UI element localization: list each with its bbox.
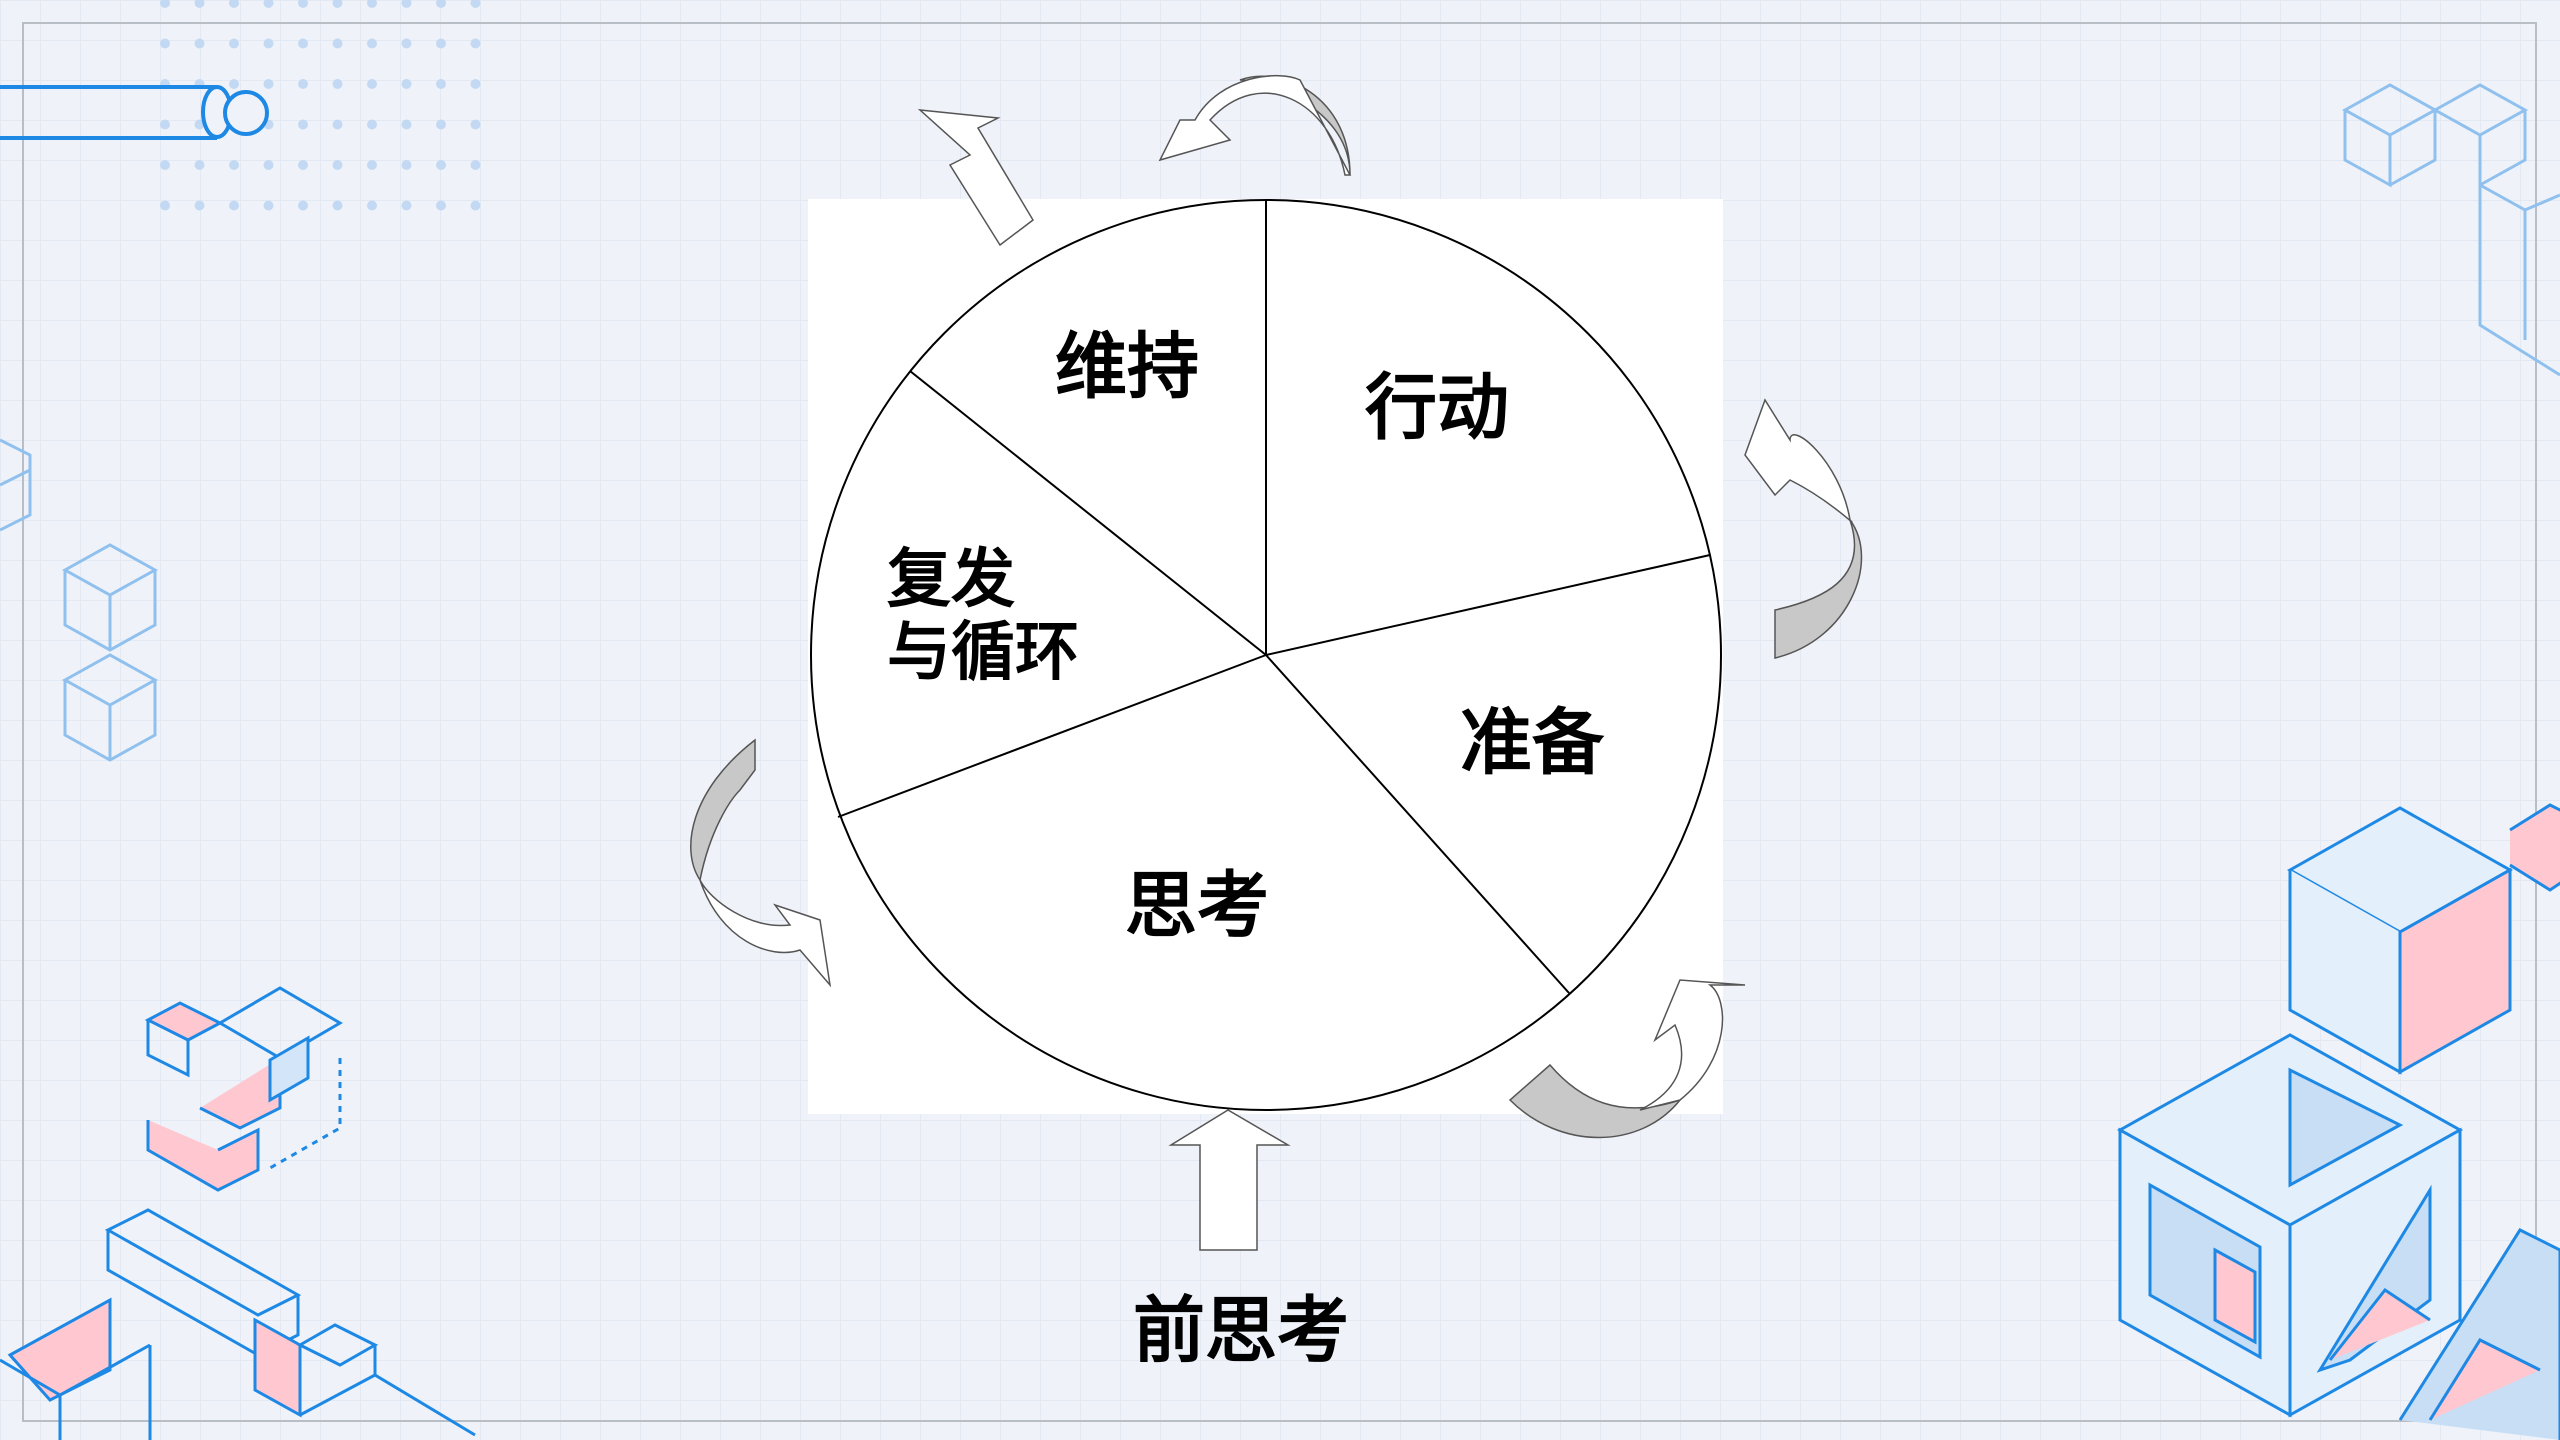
segment-label-contemplation: 思考	[1124, 863, 1270, 948]
decor-dot	[298, 79, 308, 89]
segment-label-preparation: 准备	[1459, 700, 1605, 785]
decor-dot	[367, 160, 377, 170]
segment-dividers	[837, 201, 1711, 994]
decor-dot	[470, 38, 481, 49]
decor-dot	[436, 38, 446, 49]
decor-dot	[263, 200, 274, 211]
decor-dot	[470, 0, 481, 8]
decor-dot	[401, 160, 412, 170]
decor-dot	[263, 79, 274, 89]
segment-label-maintenance: 维持	[1054, 324, 1200, 409]
decor-dot	[229, 0, 239, 8]
decor-dot	[332, 119, 343, 130]
straight-arrow-up-left	[917, 109, 1034, 247]
decor-dot	[194, 0, 205, 8]
decor-dot	[194, 200, 205, 211]
decor-dot	[332, 160, 343, 170]
cube-icon-top-right	[2341, 83, 2560, 377]
decor-dot	[160, 119, 170, 130]
decor-dot	[263, 0, 274, 8]
decor-dot	[194, 38, 205, 49]
segment-label-recycle: 与循环	[887, 615, 1079, 690]
decor-dot	[367, 38, 377, 49]
decor-dot	[298, 38, 308, 49]
decor-dot	[263, 160, 274, 170]
decor-dot	[298, 160, 308, 170]
cube-icon-bottom-right	[2116, 803, 2560, 1440]
decor-dot	[436, 160, 446, 170]
pipe-icon	[0, 85, 269, 140]
decor-dot	[332, 200, 343, 211]
decor-dot	[229, 160, 239, 170]
decor-dot	[194, 160, 205, 170]
decor-dot	[298, 200, 308, 211]
decor-dot	[332, 38, 343, 49]
decor-dot	[401, 38, 412, 49]
decor-dot	[194, 119, 205, 130]
decor-dot	[367, 200, 377, 211]
entry-label-precontemplation: 前思考	[1132, 1288, 1350, 1373]
decor-dot	[263, 38, 274, 49]
decor-dot	[436, 79, 446, 89]
decor-dot	[332, 0, 343, 8]
decor-dot	[436, 200, 446, 211]
entry-arrow-up	[1168, 1109, 1291, 1251]
decor-dot	[229, 200, 239, 211]
decor-dot	[470, 119, 481, 130]
curved-arrow-right	[1774, 519, 1863, 659]
decor-dot	[229, 79, 239, 89]
decor-dot	[367, 119, 377, 130]
decor-dot	[298, 119, 308, 130]
decor-dot	[160, 200, 170, 211]
decor-dot	[332, 79, 343, 89]
cube-icon-left	[0, 438, 159, 762]
decor-dot	[229, 38, 239, 49]
decor-dot	[160, 160, 170, 170]
decor-dot	[401, 119, 412, 130]
decor-dot	[470, 200, 481, 211]
decor-dot	[160, 0, 170, 8]
decor-dot	[470, 160, 481, 170]
decor-dot	[470, 79, 481, 89]
block-icon-bottom-left	[0, 986, 476, 1440]
cycle-arrows	[690, 74, 1863, 1251]
decor-dot	[401, 79, 412, 89]
decor-dot	[436, 0, 446, 8]
decor-dot	[401, 200, 412, 211]
segment-label-action: 行动	[1364, 365, 1510, 450]
frame-border	[22, 22, 2537, 1422]
decor-dot	[367, 79, 377, 89]
decor-dot	[298, 0, 308, 8]
decor-dot	[160, 38, 170, 49]
decor-dot	[401, 0, 412, 8]
decor-dot	[367, 0, 377, 8]
curved-arrow-left	[690, 738, 756, 882]
segment-label-relapse: 复发	[887, 542, 1015, 617]
decor-dot	[436, 119, 446, 130]
